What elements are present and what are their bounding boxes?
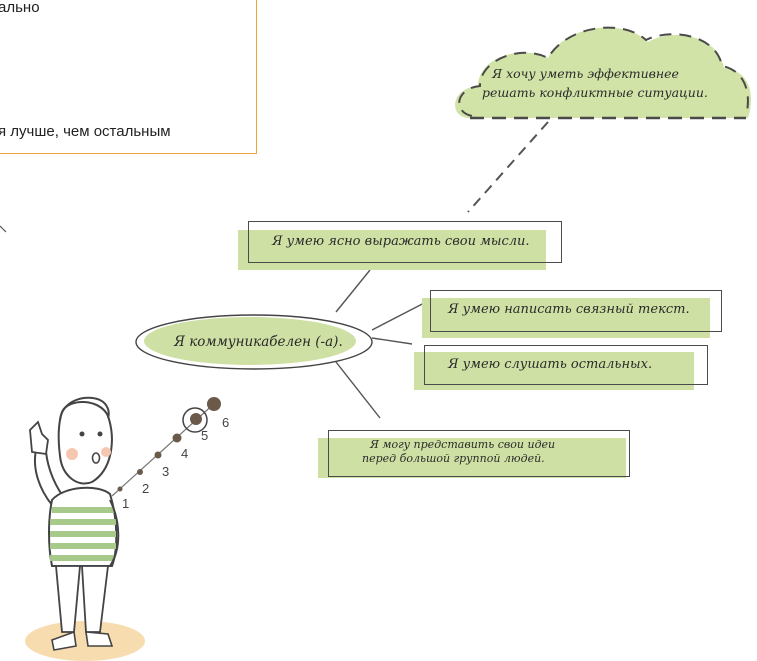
- step-dot-6: [207, 397, 221, 411]
- center-text: Я коммуникабелен (-а).: [174, 334, 343, 350]
- step-number-2: 2: [142, 481, 150, 496]
- cloud-dashed-outline: [458, 26, 749, 117]
- note-4-text-line-1: Я могу представить свои идеи: [370, 438, 556, 451]
- center-ellipse-outline: [135, 314, 373, 370]
- step-number-4: 4: [181, 446, 189, 461]
- clipped-text-line-2: я лучше, чем остальным: [0, 123, 171, 140]
- edge-tick: [0, 225, 7, 233]
- note-4-text-line-2: перед большой группой людей.: [362, 452, 545, 465]
- step-number-6: 6: [222, 415, 230, 430]
- note-4-frame: [328, 430, 630, 477]
- connector-2: [371, 299, 431, 331]
- note-4-fill: [318, 438, 626, 478]
- step-number-5: 5: [201, 428, 209, 443]
- note-2-text: Я умею написать связный текст.: [448, 302, 690, 317]
- person-illustration: [25, 396, 145, 661]
- ground-shadow: [25, 621, 145, 661]
- note-1-text: Я умею ясно выражать свои мысли.: [272, 234, 530, 249]
- center-ellipse-fill: [144, 317, 356, 365]
- connector-4: [335, 361, 381, 419]
- text-box: [0, 0, 257, 154]
- cloud-shape: [455, 27, 751, 119]
- note-1-frame: [248, 221, 562, 263]
- connector-1: [335, 269, 371, 313]
- note-3-text: Я умею слушать остальных.: [448, 357, 653, 372]
- step-dot-4: [172, 433, 182, 443]
- step-dot-3: [154, 451, 162, 459]
- cloud-text-line-1: Я хочу уметь эффективнее: [492, 66, 679, 81]
- step-number-3: 3: [162, 464, 170, 479]
- step-dot-1: [117, 486, 123, 492]
- note-3-fill: [414, 352, 694, 390]
- step-dot-5: [190, 413, 202, 425]
- cloud-text-line-2: решать конфликтные ситуации.: [482, 85, 708, 100]
- cloud-connector: [467, 121, 549, 213]
- note-1-fill: [238, 230, 546, 270]
- step-ring-5: [182, 407, 208, 433]
- connector-3: [371, 337, 413, 345]
- clipped-text-line-1: ально: [0, 0, 40, 16]
- step-dot-2: [137, 469, 143, 475]
- note-2-frame: [430, 290, 722, 332]
- step-number-1: 1: [122, 496, 130, 511]
- note-3-frame: [424, 345, 708, 385]
